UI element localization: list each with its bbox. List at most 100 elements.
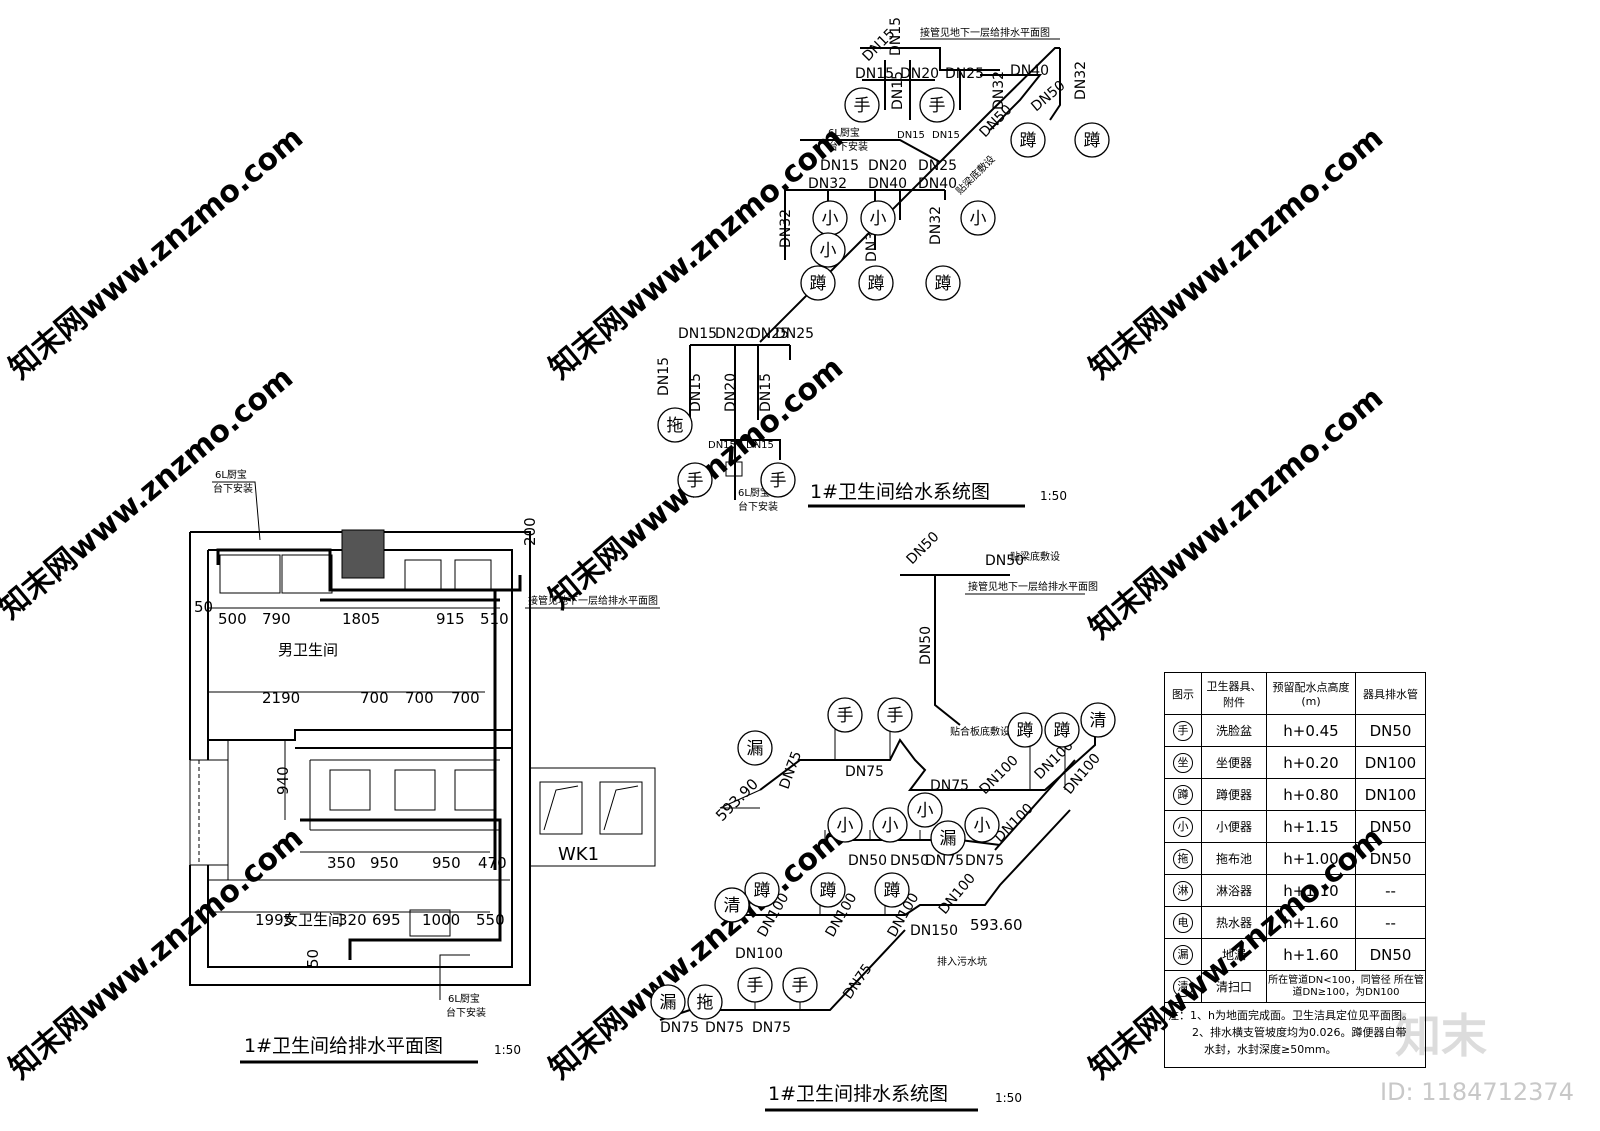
squat-icon: 蹲 [1017,721,1034,741]
drain-fixture-clean-2: 清 [714,887,750,923]
legend-note-row: 注：1、h为地面完成面。卫生洁具定位见平面图。 2、排水横支管坡度均为0.026… [1164,1002,1426,1068]
legend-pipe-cell: DN100 [1364,753,1417,772]
hand-icon: 手 [854,96,871,116]
plan-dim-r1-2: 1805 [342,610,380,628]
drain-label-18: DN150 [910,923,958,939]
supply-label-15: DN20 [868,158,907,174]
plan-dim-r4-2: 695 [372,911,401,929]
supply-label-5: DN25 [945,66,984,82]
hand-icon: 手 [747,976,764,996]
watermark-4: 知末网www.znzmo.com [0,360,300,626]
plan-dim-r1-0: 500 [218,610,247,628]
supply-fixture-hand-3: 手 [677,462,713,498]
supply-label-29: DN20 [723,373,739,412]
supply-label-14: DN15 [820,158,859,174]
legend-name-cell: 洗脸盆 [1215,724,1252,738]
drain-fixture-squat-2: 蹲 [1044,712,1080,748]
drain-elev-2: 593.60 [970,916,1023,934]
supply-label-4: DN20 [900,66,939,82]
drain-icon: 漏 [747,739,764,759]
drain-sewer-note: 排入污水坑 [937,955,987,968]
legend-icon-cell: 清 [1164,970,1202,1003]
wk1-pit [529,767,656,867]
urinal-icon: 小 [970,209,987,229]
urinal-icon: 小 [822,209,839,229]
supply-label-6: DN15 [890,71,906,110]
legend-header-pipe: 器具排水管 [1355,672,1426,715]
drain-label-6: DN100 [977,753,1022,798]
drain-fixture-urinal-1: 小 [827,807,863,843]
supply-label-27: DN15 [656,357,672,396]
pipe-shaft [341,529,385,579]
drain-fixture-squat-4: 蹲 [810,872,846,908]
drain-label-3: DN75 [777,749,805,791]
legend-pipe-cell: DN50 [1369,721,1412,740]
drain-label-11: DN50 [890,853,929,869]
legend-symbol-icon: 蹲 [1173,784,1193,805]
urinal-icon: 小 [917,801,934,821]
supply-label-18: DN40 [868,176,907,192]
supply-label-10: DN32 [1073,61,1089,100]
legend-pipe-cell: DN50 [1369,817,1412,836]
hand-icon: 手 [929,96,946,116]
legend-icon-cell: 小 [1164,810,1202,843]
legend-name-cell: 清扫口 [1215,980,1252,994]
drain-laid-note-2: 贴合板底敷设 [950,725,1010,738]
supply-fixture-hand-2: 手 [919,87,955,123]
legend-height-cell: h+0.45 [1283,721,1339,740]
drain-fixture-mop: 拖 [687,984,723,1020]
legend-name-cell: 拖布池 [1215,852,1252,866]
supply-label-7: DN40 [1010,63,1049,79]
supply-kitchen-note-1: 6L厨宝 [828,126,860,139]
legend-name-cell: 热水器 [1215,916,1252,930]
legend-name-cell: 淋浴器 [1215,884,1252,898]
plan-drawing: 500 790 1805 915 510 50 200 男卫生间 2190 70… [189,468,660,1064]
supply-label-25: DN25 [750,326,789,342]
plan-dim-r2-2: 700 [405,689,434,707]
drain-fixture-drain-1: 漏 [737,730,773,766]
plan-dim-200: 200 [521,517,539,546]
squat-icon: 蹲 [868,274,885,294]
plan-wk-label: WK1 [558,844,599,865]
drain-fixture-urinal-3: 小 [907,792,943,828]
supply-label-20: DN32 [778,209,794,248]
drain-system-diagram: DN50 DN50 DN50 DN75 DN75 DN75 DN100 DN10… [650,529,1116,1112]
squat-icon: 蹲 [1020,131,1037,151]
drain-fixture-squat-1: 蹲 [1007,712,1043,748]
legend-height-cell: h+1.10 [1283,881,1339,900]
legend-pipe-cell: DN50 [1369,849,1412,868]
plan-dim-r4-0: 1995 [255,911,293,929]
drain-label-19: DN100 [936,871,979,918]
legend-row: 清清扫口所在管道DN<100，同管径 所在管道DN≥100，为DN100 [1164,970,1426,1003]
legend-notes: 注：1、h为地面完成面。卫生洁具定位见平面图。 2、排水横支管坡度均为0.026… [1164,1002,1426,1068]
watermark-6: 知末网www.znzmo.com [1083,380,1390,646]
supply-fixture-squat-3: 蹲 [800,265,836,301]
hand-icon: 手 [770,471,787,491]
squat-icon: 蹲 [820,881,837,901]
urinal-icon: 小 [837,816,854,836]
legend-note-3: 水封，水封深度≥50mm。 [1204,1043,1337,1056]
hand-icon: 手 [887,706,904,726]
plan-kitchen-note-4: 台下安装 [446,1006,486,1019]
legend-symbol-icon: 电 [1173,912,1193,933]
mop-icon: 拖 [667,416,684,436]
legend-name-cell: 小便器 [1215,820,1252,834]
legend-header-row: 图示 卫生器具、附件 预留配水点高度(m) 器具排水管 [1164,672,1426,715]
plan-connect-note: 接管见地下一层给排水平面图 [528,594,658,607]
drain-icon: 漏 [660,993,677,1013]
drain-label-20: DN75 [840,961,876,1002]
plan-dim-r2-0: 2190 [262,689,300,707]
squat-icon: 蹲 [810,274,827,294]
drain-label-21: DN75 [660,1020,699,1036]
legend-symbol-icon: 清 [1173,976,1193,997]
drain-label-10: DN50 [848,853,887,869]
supply-label-19: DN40 [918,176,957,192]
plan-women-room: 女卫生间 [283,911,343,929]
hand-icon: 手 [687,471,704,491]
legend-height-cell: h+1.15 [1283,817,1339,836]
